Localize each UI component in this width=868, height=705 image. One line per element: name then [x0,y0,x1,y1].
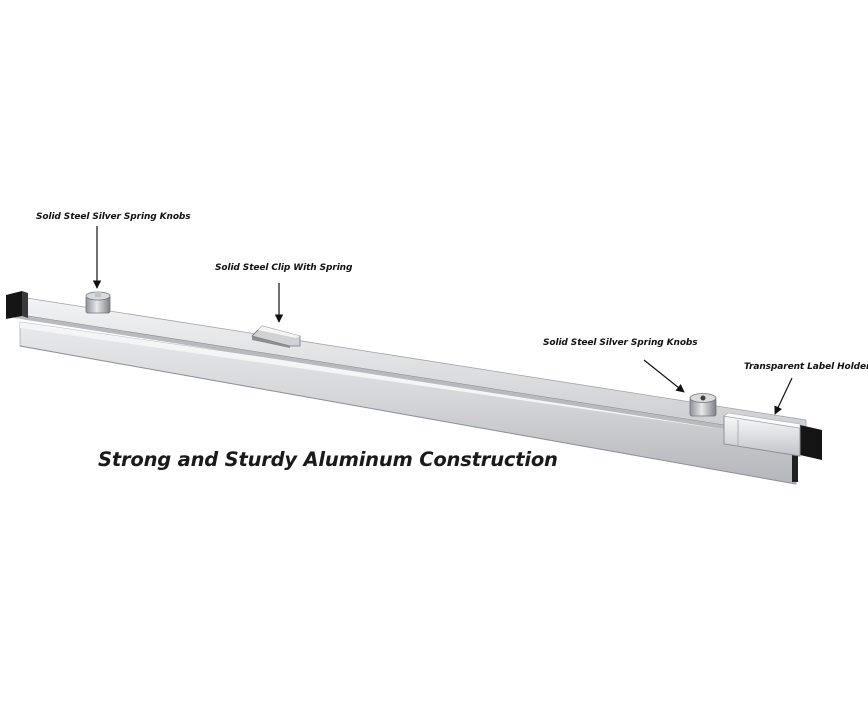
arrow-knobs-right [643,359,685,393]
label-holder [723,412,801,457]
arrow-label-holder [774,377,793,415]
callout-arrows [92,226,793,415]
left-end-cap [6,291,28,319]
spring-knob-left [85,291,111,314]
callout-label-holders: Transparent Label Holders [744,362,868,372]
spring-knob-right [689,393,717,417]
callout-spring-knobs-right: Solid Steel Silver Spring Knobs [543,338,698,348]
steel-clip [251,325,301,348]
headline: Strong and Sturdy Aluminum Construction [98,448,558,471]
aluminum-upper-bar [13,295,807,442]
callout-steel-clip: Solid Steel Clip With Spring [215,263,353,273]
callout-spring-knobs-left: Solid Steel Silver Spring Knobs [36,212,191,222]
